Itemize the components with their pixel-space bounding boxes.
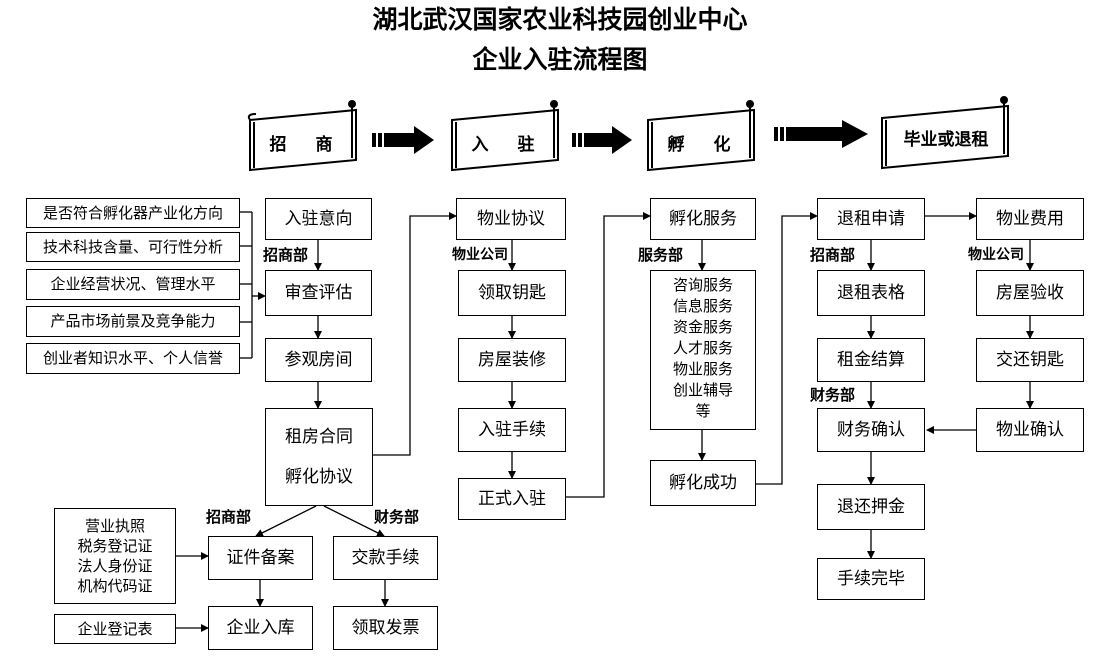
scroll-biye (881, 96, 1009, 170)
service-item: 信息服务 (672, 297, 733, 315)
service-item: 物业服务 (672, 360, 733, 378)
criteria-item: 技术科技含量、可行性分析 (26, 232, 240, 262)
page-title: 湖北武汉国家农业科技园创业中心 (372, 5, 748, 34)
agreement-box: 物业协议 (456, 198, 566, 240)
criteria-item: 产品市场前景及竞争能力 (26, 306, 240, 337)
service-item: 咨询服务 (672, 276, 733, 294)
stage-label-ruzhu: 入 驻 (471, 134, 541, 155)
stage-label-fuhua: 孵 化 (667, 134, 737, 155)
criteria-item: 企业经营状况、管理水平 (26, 269, 240, 300)
services-list-box: 咨询服务 信息服务 资金服务 人才服务 物业服务 创业辅导 等 (650, 270, 756, 430)
documents-box: 营业执照 税务登记证 法人身份证 机构代码证 (54, 508, 176, 604)
filing-box: 证件备案 (208, 536, 313, 580)
payment-box: 交款手续 (333, 536, 438, 580)
dept-label: 招商部 (263, 246, 309, 264)
document-item: 法人身份证 (77, 557, 153, 575)
intent-box: 入驻意向 (265, 198, 372, 240)
review-box: 审查评估 (265, 270, 372, 316)
page-subtitle: 企业入驻流程图 (472, 45, 648, 74)
formal-box: 正式入驻 (458, 478, 566, 520)
document-item: 税务登记证 (77, 537, 153, 555)
invoice-box: 领取发票 (333, 606, 438, 650)
settle-box: 租金结算 (817, 338, 925, 382)
document-item: 营业执照 (84, 517, 145, 535)
reg-form-box: 企业登记表 (54, 614, 176, 644)
keys-box: 领取钥匙 (458, 270, 566, 316)
stage-label-zhaoshang: 招 商 (269, 134, 339, 155)
procedure-box: 入驻手续 (458, 408, 566, 452)
service-item: 创业辅导 (672, 381, 733, 399)
service-item: 资金服务 (672, 318, 733, 336)
dept-label: 财务部 (374, 508, 420, 526)
criteria-item: 创业者知识水平、个人信誉 (26, 343, 240, 374)
scroll-fuhua (647, 100, 755, 172)
done-box: 手续完毕 (817, 558, 925, 600)
property-confirm-box: 物业确认 (976, 408, 1084, 452)
contract-line-2: 孵化协议 (285, 467, 353, 487)
scroll-ruzhu (451, 100, 559, 172)
dept-label: 服务部 (638, 246, 684, 264)
apply-box: 退租申请 (817, 198, 925, 240)
stage-label-biye: 毕业或退租 (903, 129, 989, 150)
stage-arrow (372, 120, 868, 154)
criteria-item: 是否符合孵化器产业化方向 (26, 198, 240, 228)
service-item: 等 (695, 402, 711, 420)
deposit-box: 退还押金 (817, 484, 925, 530)
visit-box: 参观房间 (265, 338, 372, 382)
dept-label: 物业公司 (452, 247, 508, 263)
dept-label: 招商部 (810, 246, 856, 264)
contract-line-1: 租房合同 (285, 427, 353, 447)
contract-box: 租房合同 孵化协议 (265, 408, 373, 506)
success-box: 孵化成功 (650, 460, 756, 506)
decor-box: 房屋装修 (458, 338, 566, 382)
form-box: 退租表格 (817, 270, 925, 316)
document-item: 机构代码证 (77, 577, 153, 595)
scroll-zhaoshang (247, 100, 357, 172)
inspect-box: 房屋验收 (976, 270, 1084, 316)
dept-label: 招商部 (206, 508, 252, 526)
dept-label: 财务部 (810, 386, 856, 404)
dept-label: 物业公司 (968, 247, 1024, 263)
fee-box: 物业费用 (976, 198, 1084, 240)
service-box: 孵化服务 (650, 198, 756, 240)
service-item: 人才服务 (672, 339, 733, 357)
return-keys-box: 交还钥匙 (976, 338, 1084, 382)
finance-confirm-box: 财务确认 (817, 408, 925, 452)
warehouse-box: 企业入库 (208, 606, 313, 650)
